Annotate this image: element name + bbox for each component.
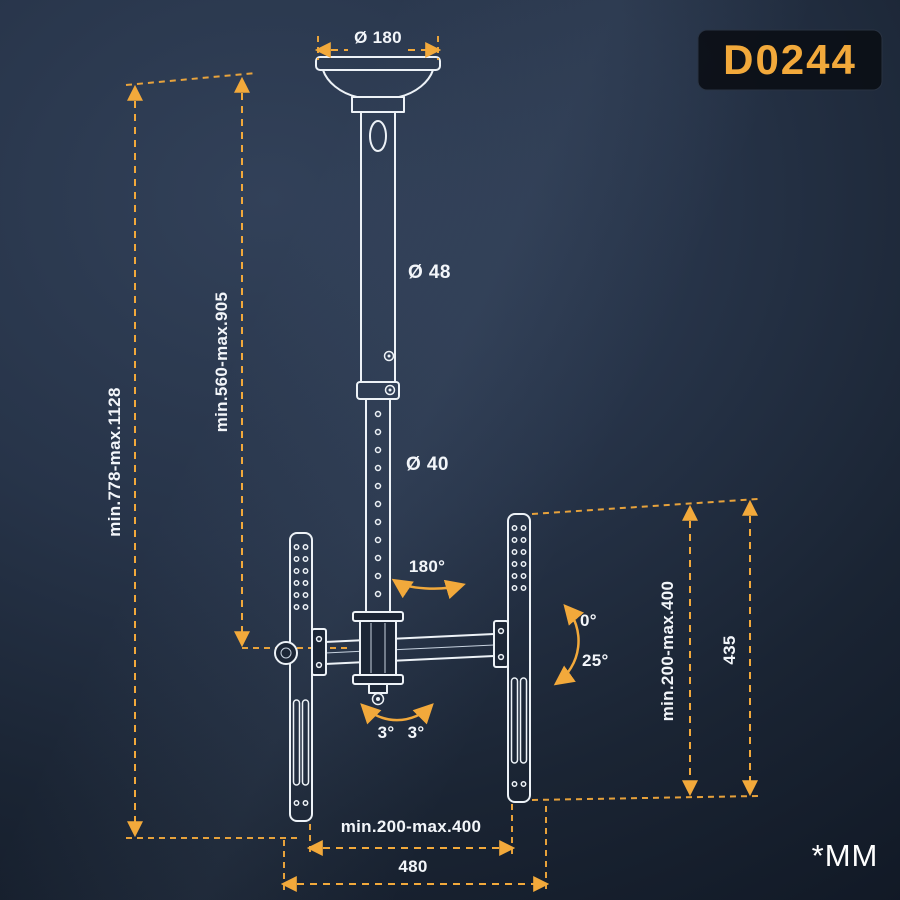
height-adjustment-holes (374, 410, 382, 598)
vesa-horizontal-label: min.200-max.400 (341, 817, 482, 836)
dim-plate-diameter: Ø 180 (314, 28, 442, 60)
bracket-height-label: 435 (720, 635, 739, 664)
mount-artwork (274, 56, 531, 822)
left-rail-holes (293, 544, 309, 806)
dim-pole-height: min.560-max.905 (212, 76, 250, 648)
vesa-vertical-label: min.200-max.400 (658, 581, 677, 722)
dim-bracket-width: 480 (280, 806, 550, 892)
adjustment-knob (274, 641, 298, 665)
upper-pole-diameter-label: Ø 48 (408, 262, 451, 283)
overall-height-label: min.778-max.1128 (105, 387, 124, 536)
tilt-arrow (553, 603, 585, 686)
lower-pole-diameter-label: Ø 40 (406, 454, 449, 475)
tilt-joint (352, 611, 404, 706)
right-vesa-rail (507, 513, 531, 803)
dim-vesa-horizontal: min.200-max.400 (306, 804, 516, 856)
left-vesa-rail (289, 532, 313, 822)
model-number: D0244 (723, 36, 857, 83)
lower-pole (365, 398, 391, 613)
units-label: *MM (812, 838, 879, 873)
dim-overall-height: min.778-max.1128 (105, 72, 298, 839)
right-rail-slots (510, 677, 528, 764)
plate-diameter-label: Ø 180 (354, 28, 402, 47)
left-arm-bracket (311, 628, 327, 676)
support-arm (311, 620, 509, 676)
swivel-arrow (360, 703, 434, 725)
rotation-indicator: 180° (391, 557, 466, 600)
tilt-max-label: 25° (582, 651, 609, 670)
right-arm-bracket (493, 620, 509, 668)
ceiling-plate (315, 56, 441, 113)
pole-height-label: min.560-max.905 (212, 292, 231, 433)
rotation-arrow (391, 578, 466, 600)
swivel-left-label: 3° (378, 723, 395, 742)
swivel-right-label: 3° (408, 723, 425, 742)
tilt-indicator: 0° 25° (553, 603, 609, 686)
tilt-min-label: 0° (580, 611, 597, 630)
swivel-indicator: 3° 3° (360, 703, 434, 742)
locking-screw-icon (383, 350, 395, 362)
dim-vesa-vertical: min.200-max.400 (531, 498, 759, 801)
dim-bracket-height: 435 (720, 499, 758, 797)
left-rail-slots (292, 699, 310, 786)
cable-hole (369, 120, 387, 152)
upper-pole (360, 111, 396, 383)
model-badge: D0244 (697, 29, 883, 91)
right-rail-holes (511, 525, 527, 787)
rotation-label: 180° (409, 557, 445, 576)
bracket-width-label: 480 (398, 857, 427, 876)
pole-clamp (356, 381, 400, 400)
